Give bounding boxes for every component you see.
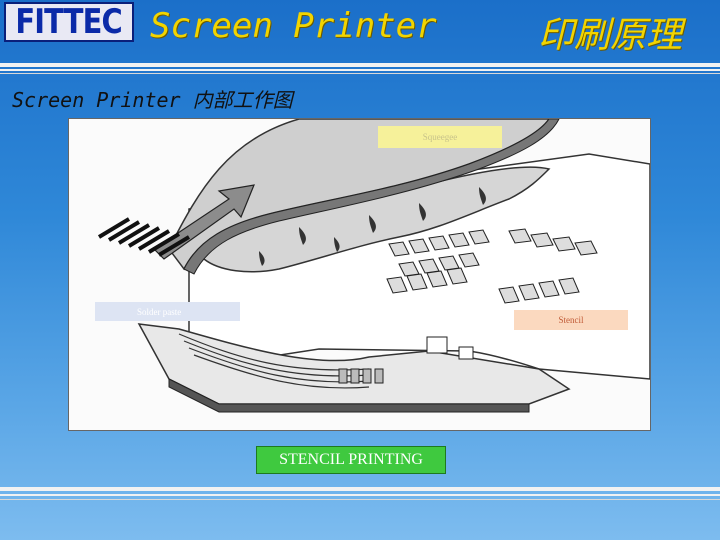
squeegee-edge [183,119,560,275]
fittec-logo: FITTEC [4,2,134,42]
solder-paste-label: Solder paste [95,302,240,321]
diagram-caption: STENCIL PRINTING [256,446,446,474]
solder-paste-texture [259,187,486,266]
header-divider-thin [0,69,720,71]
board-pads [338,368,384,384]
squeegee-label: Squeegee [378,126,502,148]
motion-hatch-marks [97,217,191,257]
page-title-en: Screen Printer [150,6,437,46]
logo-text: FITTEC [15,2,123,42]
section-subtitle: Screen Printer 内部工作图 [12,88,293,112]
page-title-cn: 印刷原理 [538,15,683,56]
header-divider [0,63,720,67]
stencil-label: Stencil [514,310,628,330]
pcb-board [137,323,571,405]
print-direction-arrow [153,184,255,260]
pcb-board-edge [168,378,530,413]
stencil-printing-illustration [68,118,651,431]
header-divider-hairline [0,73,720,74]
stencil-apertures [386,228,598,304]
footer-divider-hairline [0,499,720,500]
board-component [426,336,474,360]
footer-divider-thin [0,494,720,496]
footer-divider [0,487,720,491]
